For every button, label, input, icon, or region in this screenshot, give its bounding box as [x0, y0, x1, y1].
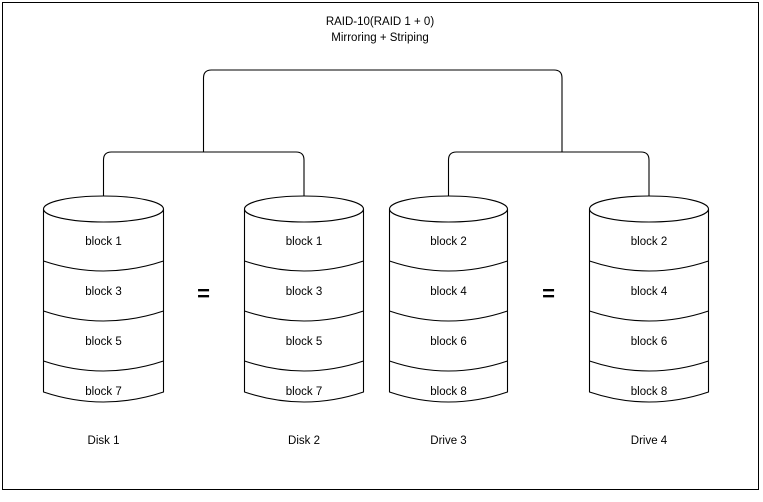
disk-divider-3-1: [389, 260, 508, 272]
disk-block-label: block 8: [631, 386, 667, 398]
disk-name-label: Disk 2: [288, 435, 320, 447]
disk-group-1: block 1 block 3 block 5 block 7 Disk 1: [42, 195, 165, 447]
disk-name-label: Drive 3: [430, 435, 466, 447]
disk-divider-2-1: [244, 260, 364, 272]
disk-name-label: Disk 1: [88, 435, 120, 447]
root-connector-bracket: [202, 69, 563, 152]
disk-divider-2-2: [244, 310, 364, 322]
disk-cylinder-top-1: [42, 195, 165, 223]
disk-group-4: block 2 block 4 block 6 block 8 Drive 4: [588, 195, 710, 447]
disk-cylinder-top-4: [588, 195, 710, 223]
disk-divider-1-1: [43, 260, 164, 272]
diagram-title-line2: Mirroring + Striping: [331, 32, 428, 44]
disk-divider-3-2: [389, 310, 508, 322]
disk-block-label: block 8: [430, 386, 466, 398]
right-mirror-connector-bracket: [447, 151, 650, 196]
mirror-equals-symbol-right: =: [542, 281, 555, 306]
disk-block-label: block 2: [430, 236, 466, 248]
disk-block-label: block 7: [286, 386, 322, 398]
disk-divider-3-3: [389, 360, 508, 372]
disk-block-label: block 6: [430, 336, 466, 348]
disk-cylinder-top-3: [388, 195, 509, 223]
disk-divider-4-2: [589, 310, 709, 322]
disk-block-label: block 1: [286, 236, 322, 248]
disk-block-label: block 1: [85, 236, 121, 248]
disk-divider-1-2: [43, 310, 164, 322]
disk-block-label: block 2: [631, 236, 667, 248]
disk-block-label: block 6: [631, 336, 667, 348]
disk-block-label: block 3: [85, 286, 121, 298]
disk-block-label: block 4: [631, 286, 668, 298]
disk-name-label: Drive 4: [631, 435, 668, 447]
disk-divider-4-1: [589, 260, 709, 272]
left-mirror-connector-bracket: [102, 151, 305, 196]
disk-block-label: block 5: [286, 336, 322, 348]
disk-block-label: block 7: [85, 386, 121, 398]
disk-divider-2-3: [244, 360, 364, 372]
disk-group-3: block 2 block 4 block 6 block 8 Drive 3: [388, 195, 509, 447]
disk-divider-1-3: [43, 360, 164, 372]
mirror-equals-symbol-left: =: [197, 281, 210, 306]
disk-cylinder-top-2: [243, 195, 365, 223]
disk-block-label: block 5: [85, 336, 121, 348]
disk-block-label: block 4: [430, 286, 467, 298]
diagram-title-line1: RAID-10(RAID 1 + 0): [326, 16, 434, 28]
disk-divider-4-3: [589, 360, 709, 372]
disk-group-2: block 1 block 3 block 5 block 7 Disk 2: [243, 195, 365, 447]
disk-block-label: block 3: [286, 286, 322, 298]
